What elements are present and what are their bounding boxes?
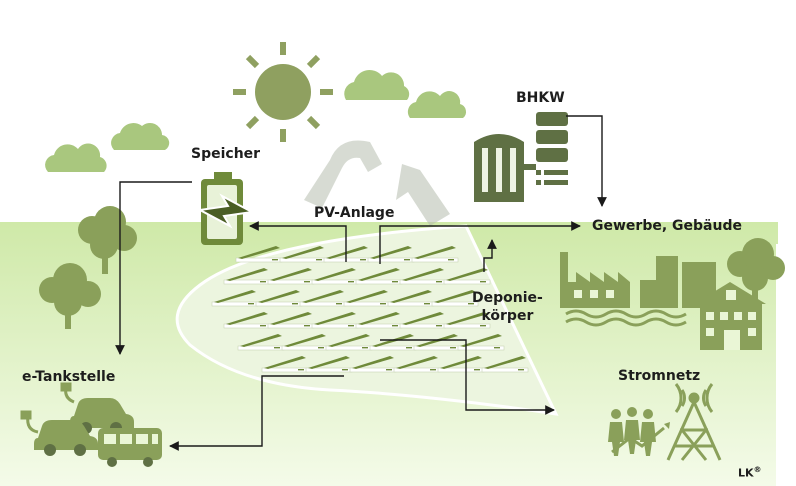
- people-icon: [608, 407, 670, 456]
- sun-icon: [233, 42, 333, 142]
- transmission-tower-icon: [666, 383, 722, 461]
- tree-icon: [39, 263, 101, 329]
- car-icon: [34, 420, 98, 456]
- pv-panel-array: [211, 246, 529, 373]
- bhkw-plant-icon: [474, 112, 568, 202]
- arrow-pv-to-tankstelle: [169, 375, 344, 451]
- cloud-icon: [344, 69, 410, 100]
- lightning-icon: [196, 193, 256, 229]
- tree-icon: [78, 206, 137, 274]
- logo: LK®: [738, 465, 762, 480]
- solar-panel-icon: [443, 268, 491, 285]
- cloud-icon: [111, 122, 170, 150]
- logo-mark: ®: [753, 465, 762, 474]
- label-e-tankstelle: e-Tankstelle: [22, 369, 116, 385]
- arrow-pv-to-speicher: [249, 221, 347, 262]
- label-deponie-line2: körper: [481, 308, 534, 325]
- solar-panel-icon: [431, 290, 479, 307]
- label-deponie-line1: Deponie-: [472, 290, 543, 306]
- solar-panel-icon: [481, 356, 529, 373]
- arrow-deponie-up: [483, 239, 497, 272]
- arrow-pv-to-stromnetz: [380, 339, 555, 415]
- arrow-speicher-to-tankstelle: [115, 181, 192, 355]
- label-gewerbe: Gewerbe, Gebäude: [592, 218, 742, 234]
- tree-icon: [727, 238, 785, 302]
- solar-panel-icon: [457, 334, 505, 351]
- flow-arrows: [115, 115, 607, 451]
- label-stromnetz: Stromnetz: [618, 368, 701, 384]
- cloud-icon: [407, 91, 467, 118]
- charging-plug-icon: [20, 410, 39, 434]
- hospital-icon: [694, 282, 766, 350]
- charging-plug-icon: [60, 382, 75, 404]
- factory-icon: [560, 252, 630, 308]
- solar-panel-icon: [411, 246, 459, 263]
- label-bhkw: BHKW: [516, 90, 565, 106]
- solar-panel-icon: [443, 312, 491, 329]
- arrow-pv-to-gewerbe: [379, 221, 581, 264]
- ground-right-border: [776, 244, 778, 486]
- bus-icon: [98, 428, 162, 467]
- arrow-bhkw-to-gewerbe: [566, 115, 607, 207]
- label-speicher: Speicher: [191, 146, 261, 162]
- label-deponie: Deponie- körper: [472, 290, 543, 324]
- battery-icon: [196, 172, 256, 245]
- cloud-icon: [45, 143, 107, 172]
- logo-text: LK: [738, 466, 754, 480]
- water-waves: [565, 309, 687, 327]
- label-pv-anlage: PV-Anlage: [314, 205, 395, 221]
